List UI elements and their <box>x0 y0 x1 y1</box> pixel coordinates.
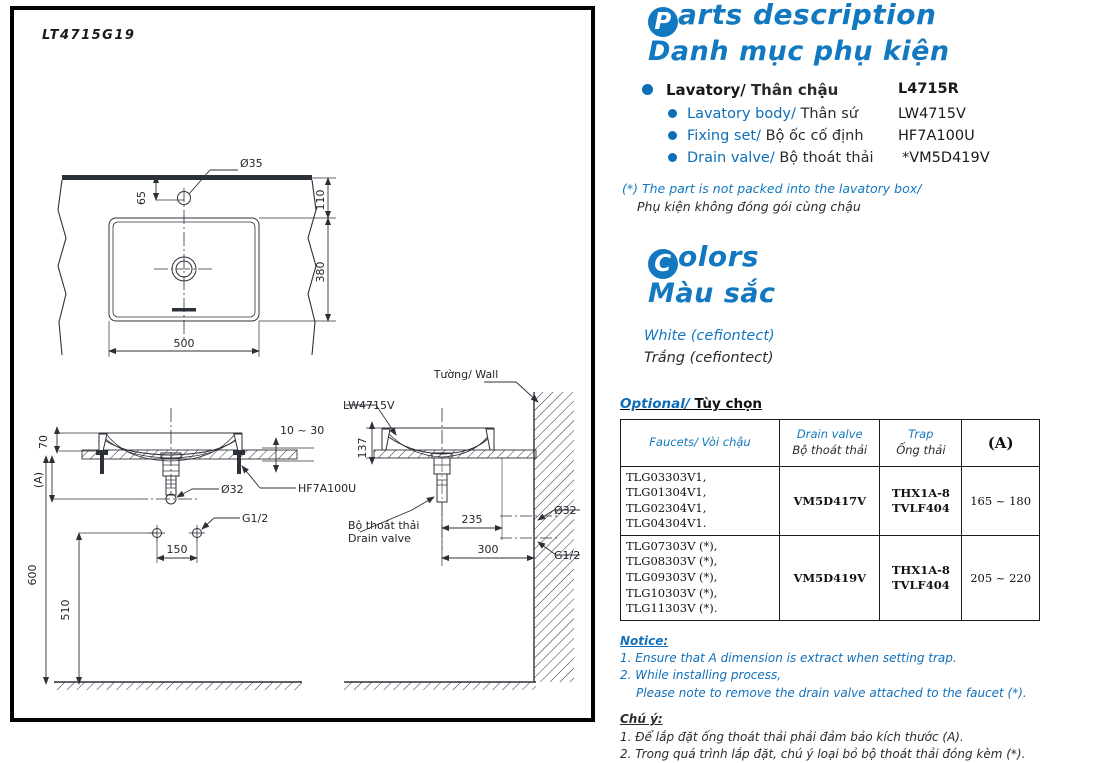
list-item: Lavatory/ Thân chậu L4715R <box>620 81 1113 99</box>
technical-drawing-svg: Ø35 65 110 380 500 70 (A) 600 510 150 10… <box>26 157 580 690</box>
dim-380: 380 <box>314 262 327 283</box>
label-wall: Tường/ Wall <box>433 368 499 381</box>
optional-heading-en: Optional/ <box>620 395 690 412</box>
part-name-en: Drain valve/ <box>687 149 775 166</box>
dim-300: 300 <box>478 543 499 556</box>
label-g12-side: G1/2 <box>554 549 580 562</box>
list-item: Drain valve/ Bộ thoát thải *VM5D419V <box>620 150 1113 166</box>
dim-diameter-32-side: Ø32 <box>554 504 577 517</box>
col-header-drain-vn: Bộ thoát thải <box>792 442 868 457</box>
optional-heading: Optional/ Tùy chọn <box>620 396 1113 412</box>
notice-block: Notice: 1. Ensure that A dimension is ex… <box>620 633 1113 763</box>
dropcap-c: C <box>648 249 678 280</box>
label-g12-front: G1/2 <box>242 512 268 525</box>
dim-10-30: 10 ~ 30 <box>280 424 324 437</box>
colors-title-en-rest: olors <box>678 239 760 273</box>
list-item: Lavatory body/ Thân sứ LW4715V <box>620 106 1113 122</box>
colors-values: White (cefiontect) Trắng (cefiontect) <box>644 326 1113 370</box>
cell-a: 205 ~ 220 <box>961 534 1040 621</box>
col-header-faucets: Faucets/ Vòi chậu <box>620 418 780 467</box>
bullet-icon <box>668 108 677 118</box>
parts-title-en-rest: arts description <box>678 0 937 31</box>
part-name-vn: Bộ thoát thải <box>774 149 874 166</box>
color-value-en: White (cefiontect) <box>644 328 775 345</box>
technical-drawing-panel: LT4715G19 <box>10 6 595 722</box>
label-fixing-set: HF7A100U <box>298 482 356 495</box>
col-header-drain-en: Drain valve <box>796 427 863 442</box>
part-name-en: Fixing set/ <box>687 127 761 144</box>
parts-list: Lavatory/ Thân chậu L4715R Lavatory body… <box>620 81 1113 166</box>
dim-600: 600 <box>26 565 39 586</box>
footnote-en: (*) The part is not packed into the lava… <box>622 180 922 196</box>
part-name-en: Lavatory body/ <box>687 105 796 122</box>
dim-110: 110 <box>314 190 327 211</box>
parts-footnote: (*) The part is not packed into the lava… <box>622 180 1113 216</box>
label-lavatory-body: LW4715V <box>343 399 395 412</box>
dim-65: 65 <box>135 191 148 205</box>
label-drain-valve-en: Drain valve <box>348 532 411 545</box>
notice-vn-1: 1. Để lắp đặt ống thoát thải phải đảm bả… <box>620 729 964 744</box>
part-name-vn: Thân sứ <box>795 105 858 122</box>
dim-150: 150 <box>167 543 188 556</box>
dim-A: (A) <box>32 472 45 488</box>
notice-vn-2: 2. Trong quá trình lắp đặt, chú ý loại b… <box>620 746 1026 761</box>
dim-137: 137 <box>356 438 369 459</box>
label-drain-valve-vn: Bộ thoát thải <box>348 519 419 532</box>
color-value-vn: Trắng (cefiontect) <box>644 350 774 367</box>
footnote-vn: Phụ kiện không đóng gói cùng chậu <box>637 198 861 214</box>
dim-500: 500 <box>174 337 195 350</box>
notice-title-en: Notice: <box>620 633 669 648</box>
bullet-icon <box>642 83 653 95</box>
part-code: HF7A100U <box>898 127 975 144</box>
parts-title-vn: Danh mục phụ kiện <box>648 36 950 68</box>
part-code: L4715R <box>898 80 959 97</box>
cell-drain: VM5D417V <box>778 465 881 536</box>
notice-vietnamese: Chú ý: 1. Để lắp đặt ống thoát thải phải… <box>620 711 1113 763</box>
table-row: TLG07303V (*), TLG08303V (*),TLG09303V (… <box>620 534 1040 621</box>
dim-diameter-32-front: Ø32 <box>221 483 244 496</box>
cell-faucets: TLG03303V1, TLG01304V1,TLG02304V1, TLG04… <box>620 465 780 536</box>
part-name-en: Lavatory/ <box>666 80 746 99</box>
list-item: Fixing set/ Bộ ốc cố định HF7A100U <box>620 128 1113 144</box>
model-code-label: LT4715G19 <box>42 28 136 43</box>
col-header-trap-en: Trap <box>908 427 934 442</box>
bullet-icon <box>668 152 677 162</box>
part-name-vn: Thân chậu <box>745 80 839 99</box>
dropcap-p: P <box>648 7 678 38</box>
notice-en-2b: Please note to remove the drain valve at… <box>636 685 1027 700</box>
cell-drain: VM5D419V <box>778 534 881 621</box>
col-header-drain: Drain valve Bộ thoát thải <box>778 418 881 467</box>
part-code: *VM5D419V <box>902 149 990 166</box>
dim-70: 70 <box>37 435 50 449</box>
table-row: TLG03303V1, TLG01304V1,TLG02304V1, TLG04… <box>620 465 1040 536</box>
part-name-vn: Bộ ốc cố định <box>760 127 864 144</box>
col-header-trap-vn: Ống thải <box>896 442 946 457</box>
col-header-a: (A) <box>961 418 1040 467</box>
cell-a: 165 ~ 180 <box>961 465 1040 536</box>
part-code: LW4715V <box>898 105 966 122</box>
cell-faucets: TLG07303V (*), TLG08303V (*),TLG09303V (… <box>620 534 780 621</box>
notice-en-1: 1. Ensure that A dimension is extract wh… <box>620 650 957 665</box>
notice-en-2: 2. While installing process, <box>620 668 782 683</box>
notice-title-vn: Chú ý: <box>620 712 663 727</box>
col-header-trap: Trap Ống thải <box>879 418 963 467</box>
table-header-row: Faucets/ Vòi chậu Drain valve Bộ thoát t… <box>620 418 1040 467</box>
colors-title-vn: Màu sắc <box>648 278 776 310</box>
bullet-icon <box>668 130 677 140</box>
dim-235: 235 <box>462 513 483 526</box>
optional-table: Faucets/ Vòi chậu Drain valve Bộ thoát t… <box>620 418 1040 621</box>
notice-english: Notice: 1. Ensure that A dimension is ex… <box>620 633 1113 703</box>
optional-heading-vn: Tùy chọn <box>689 395 763 412</box>
dim-diameter-35: Ø35 <box>240 157 263 170</box>
dim-510: 510 <box>59 600 72 621</box>
